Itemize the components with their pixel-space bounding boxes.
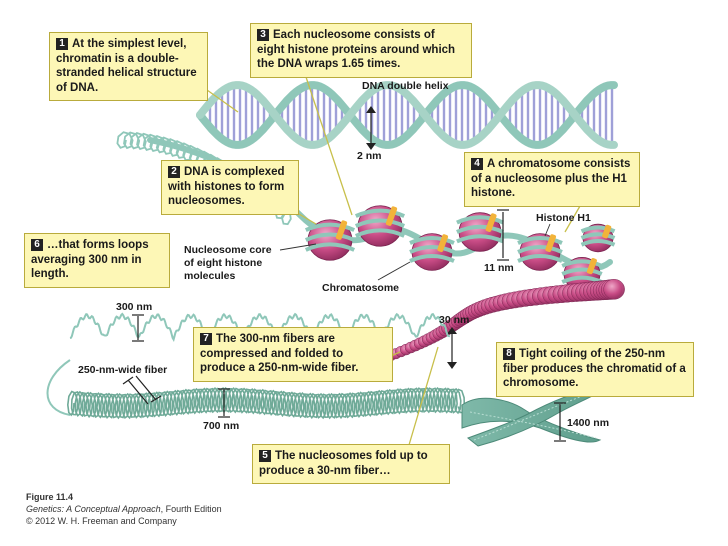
callout-text: Each nucleosome consists of eight histon… bbox=[257, 29, 456, 70]
figure-source: Genetics: A Conceptual Approach, Fourth … bbox=[26, 504, 222, 515]
histone-h1-mark bbox=[545, 234, 557, 253]
figure-copyright: © 2012 W. H. Freeman and Company bbox=[26, 516, 177, 526]
wrapped-dna bbox=[304, 232, 356, 242]
seven-hundred-nm-label: 700 nm bbox=[203, 420, 240, 432]
nucleosome bbox=[580, 223, 616, 253]
callout-text: DNA is complexed with histones to form n… bbox=[168, 166, 285, 207]
wrapped-dna bbox=[304, 222, 356, 232]
callout-text: Tight coiling of the 250-nm fiber produc… bbox=[503, 348, 686, 389]
wrapped-dna bbox=[561, 267, 603, 276]
histone-h1-mark bbox=[602, 224, 612, 239]
book-title: Genetics: A Conceptual Approach bbox=[26, 504, 161, 514]
histone-h1-label: Histone H1 bbox=[536, 212, 591, 224]
eleven-nm-label: 11 nm bbox=[484, 262, 514, 274]
histone-h1-mark bbox=[385, 206, 398, 226]
nucleosome bbox=[409, 233, 455, 271]
solenoid-nucleosome bbox=[603, 279, 625, 300]
histone-h1-mark bbox=[586, 258, 597, 275]
step-number: 7 bbox=[200, 333, 212, 345]
wrapped-dna bbox=[354, 218, 406, 228]
histone-h1-mark bbox=[335, 220, 348, 240]
fiber-250-label: 250-nm-wide fiber bbox=[78, 364, 168, 376]
dna-strand bbox=[196, 81, 618, 149]
thirty-nm-indicator bbox=[447, 327, 457, 369]
histone-h1-mark bbox=[437, 234, 449, 253]
wrapped-dna bbox=[409, 236, 455, 245]
step-number: 8 bbox=[503, 348, 515, 360]
wrapped-dna bbox=[354, 228, 406, 238]
nucleosome-core-label: Nucleosome core of eight histone molecul… bbox=[184, 244, 272, 282]
nucleosome-array bbox=[304, 205, 616, 291]
callout-text: …that forms loops averaging 300 nm in le… bbox=[31, 239, 149, 280]
nucleosome bbox=[456, 212, 504, 252]
loop-connector bbox=[46, 359, 71, 416]
callout-6: 6…that forms loops averaging 300 nm in l… bbox=[24, 233, 170, 288]
two-hundred-fifty-nm-fiber bbox=[66, 386, 466, 420]
figure-number: Figure 11.4 bbox=[26, 492, 73, 503]
nucleosome bbox=[304, 219, 356, 261]
dna-double-helix-label: DNA double helix bbox=[362, 80, 449, 92]
three-hundred-nm-label: 300 nm bbox=[116, 301, 153, 313]
wrapped-dna bbox=[517, 245, 563, 254]
fourteen-hundred-nm-indicator bbox=[554, 402, 566, 442]
chromatosome-label: Chromatosome bbox=[322, 282, 400, 294]
histone-h1-mark bbox=[485, 213, 497, 232]
step-number: 3 bbox=[257, 29, 269, 41]
callout-text: The nucleosomes fold up to produce a 30-… bbox=[259, 450, 428, 477]
wrapped-dna bbox=[409, 254, 455, 263]
nucleosome bbox=[517, 233, 563, 271]
thirty-nm-label: 30 nm bbox=[439, 314, 470, 326]
wrapped-dna bbox=[354, 208, 406, 218]
two-nm-indicator bbox=[366, 106, 376, 150]
wrapped-dna bbox=[580, 225, 616, 234]
dna-strand bbox=[196, 81, 618, 149]
fiber-width-indicator bbox=[122, 375, 162, 405]
three-hundred-nm-indicator bbox=[132, 314, 144, 342]
callout-text: A chromatosome consists of a nucleosome … bbox=[471, 158, 631, 199]
wrapped-dna bbox=[517, 254, 563, 263]
wrapped-dna bbox=[456, 224, 504, 234]
step-number: 2 bbox=[168, 166, 180, 178]
step-number: 4 bbox=[471, 158, 483, 170]
step-number: 6 bbox=[31, 239, 43, 251]
seven-hundred-nm-indicator bbox=[218, 388, 230, 418]
figure-number-text: Figure 11.4 bbox=[26, 492, 74, 502]
book-edition: , Fourth Edition bbox=[160, 504, 222, 514]
wrapped-dna bbox=[456, 215, 504, 225]
two-nm-label: 2 nm bbox=[357, 150, 382, 162]
eleven-nm-indicator bbox=[497, 209, 509, 261]
step-number: 1 bbox=[56, 38, 68, 50]
dna-double-helix bbox=[196, 81, 618, 149]
wrapped-dna bbox=[580, 239, 616, 247]
fourteen-hundred-nm-label: 1400 nm bbox=[567, 417, 610, 429]
wrapped-dna bbox=[580, 232, 616, 240]
wrapped-dna bbox=[456, 234, 504, 244]
wrapped-dna bbox=[517, 236, 563, 245]
wrapped-dna bbox=[409, 245, 455, 254]
wrapped-dna bbox=[304, 242, 356, 252]
callout-text: At the simplest level, chromatin is a do… bbox=[56, 38, 197, 94]
callout-text: The 300-nm fibers are compressed and fol… bbox=[200, 333, 359, 374]
wrapped-dna bbox=[561, 259, 603, 268]
step-number: 5 bbox=[259, 450, 271, 462]
nucleosome bbox=[354, 205, 406, 247]
